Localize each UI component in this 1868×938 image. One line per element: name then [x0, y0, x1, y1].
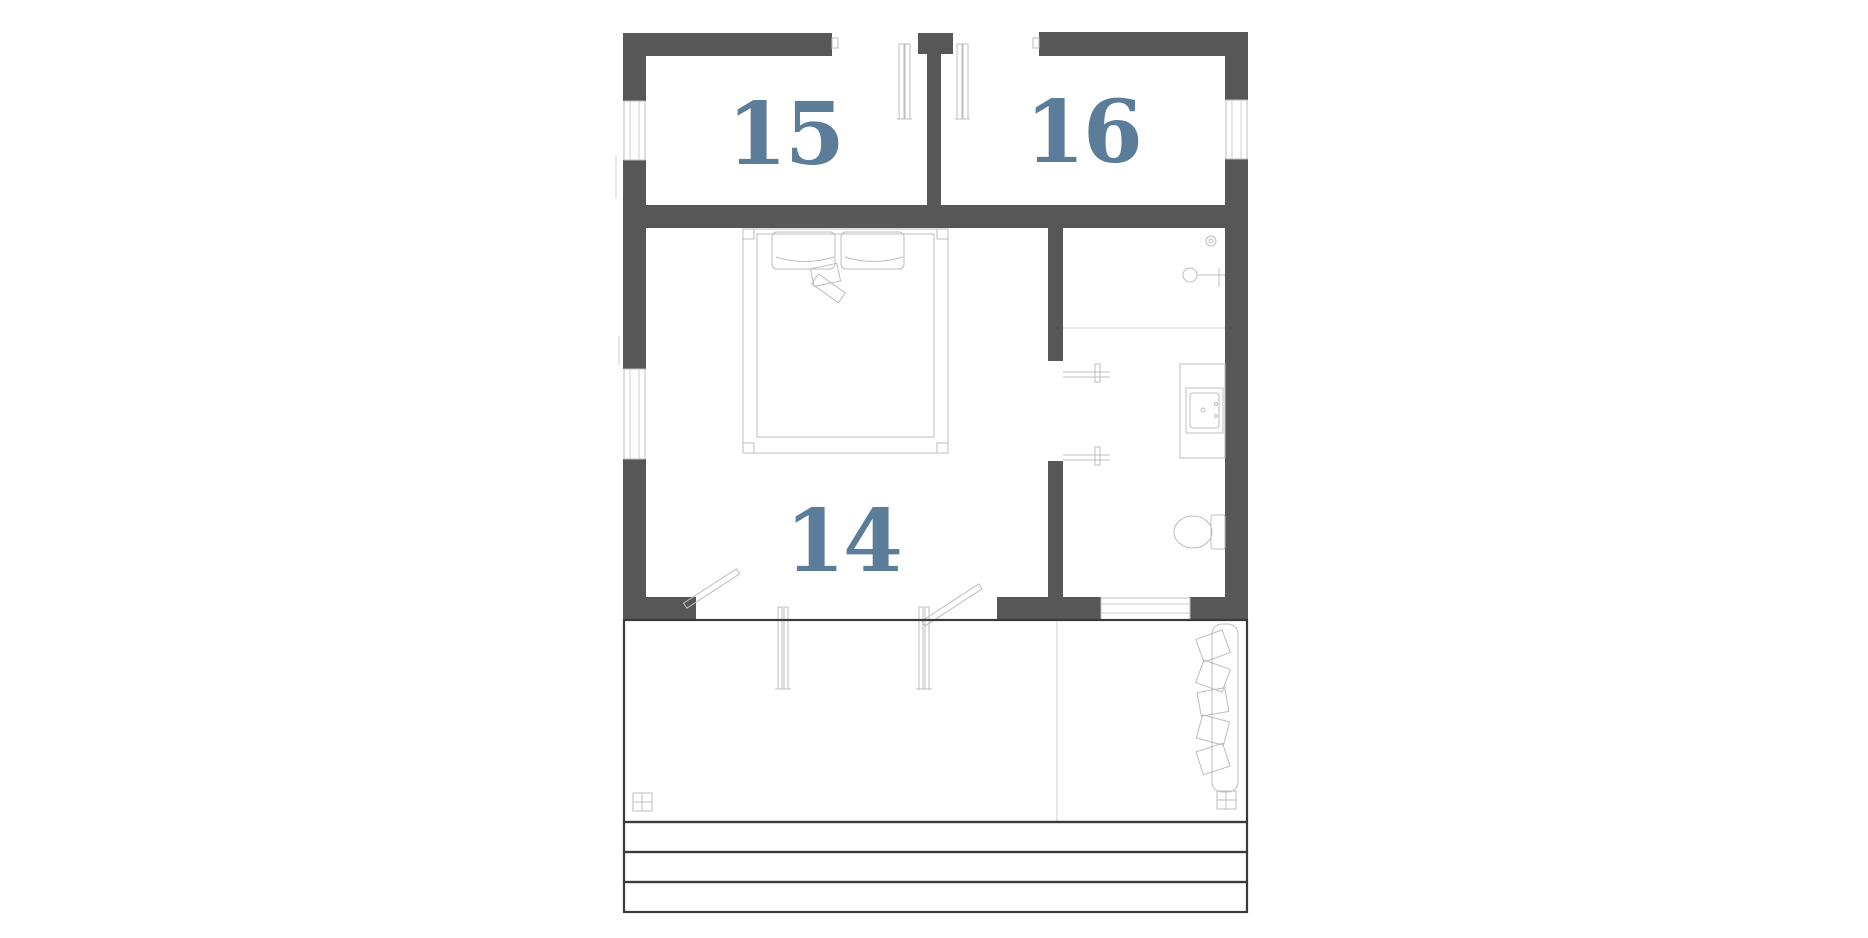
room-label-14: 14 [785, 491, 901, 592]
wall-bottom-right [1190, 597, 1248, 621]
shower-icon [1063, 235, 1225, 329]
step-2 [622, 850, 1249, 884]
room-labels: 15 16 14 [727, 82, 1143, 592]
toilet-icon [1173, 514, 1226, 550]
wall-bottom-middle [997, 597, 1101, 621]
wall-divider-15-16 [927, 33, 941, 213]
wall-left-lower [623, 459, 646, 621]
room-label-15: 15 [727, 84, 843, 185]
daybed-icon [1195, 623, 1239, 793]
post-icon [632, 790, 1237, 812]
step-1 [622, 820, 1249, 854]
sink-icon [1179, 363, 1226, 459]
wall-left-middle [623, 160, 646, 369]
wall-left-upper [623, 33, 646, 101]
door-swing-icon [682, 37, 1110, 690]
wall-top-left [623, 33, 832, 56]
wall-right-upper [1225, 32, 1248, 100]
double-bed-icon [742, 228, 949, 454]
step-3 [622, 880, 1249, 914]
wall-bath-lower [1048, 461, 1063, 621]
wall-bath-upper [1048, 205, 1063, 361]
terrace [622, 618, 1249, 914]
wall-right-lower [1225, 159, 1248, 621]
wall-top-right [1039, 32, 1248, 56]
wall-bottom-left [623, 597, 696, 621]
walls [623, 32, 1248, 621]
room-label-16: 16 [1025, 82, 1141, 183]
wall-horizontal-middle [623, 205, 1248, 228]
